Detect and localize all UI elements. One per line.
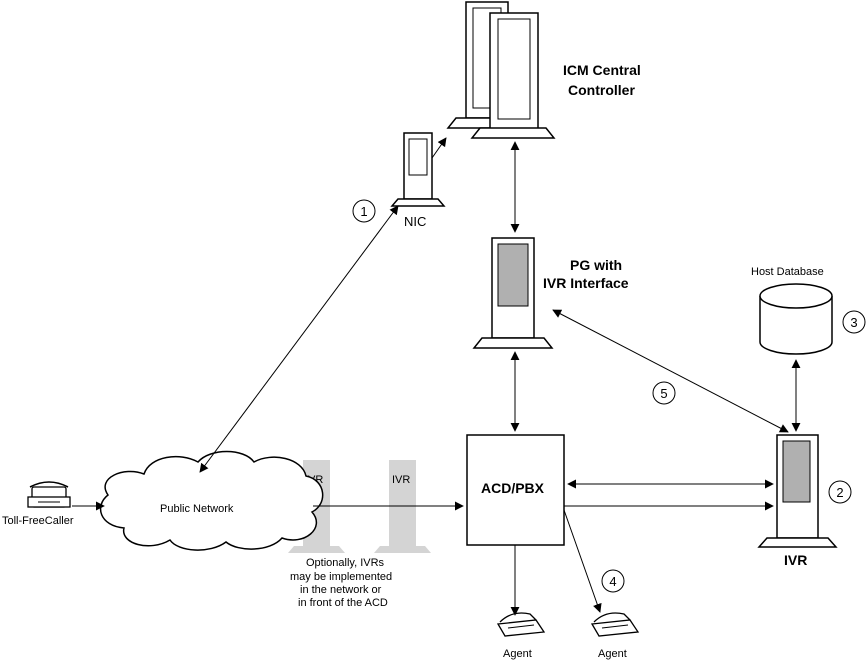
ivr-label: IVR [784,552,807,568]
nic-icm-connector [431,137,447,159]
phone-icon [27,481,71,508]
host-database-label: Host Database [751,266,824,278]
pg-label-line2: IVR Interface [543,275,629,291]
ivr-server-icon [757,434,838,548]
database-cylinder-icon [759,283,833,355]
nic-label: NIC [404,214,426,229]
step-5-number: 5 [660,386,667,401]
step-3-number: 3 [850,315,857,330]
public-network-cloud-icon [99,450,324,551]
acd-pbx-label: ACD/PBX [481,480,545,496]
icm-label-line2: Controller [568,82,635,98]
pg-ivr-connector [552,309,789,433]
note-line2: may be implemented [290,571,392,583]
note-line4: in front of the ACD [298,597,388,609]
step-4-number: 4 [609,574,616,589]
nic-network-connector [199,205,399,473]
agent-1-label: Agent [503,648,532,660]
icm-central-controller-icon [446,1,556,139]
network-ivr-2-icon [374,460,431,553]
pg-server-icon [472,237,554,349]
step-5-marker: 5 [652,381,676,405]
nic-server-icon [390,132,446,207]
step-3-marker: 3 [842,310,866,334]
step-2-number: 2 [836,485,843,500]
step-1-marker: 1 [352,199,376,223]
pg-label-line1: PG with [570,257,622,273]
acd-agent2-connector [563,509,602,613]
step-2-marker: 2 [828,480,852,504]
agent-2-phone-icon [590,612,640,637]
agent-1-phone-icon [496,612,546,637]
icm-label-line1: ICM Central [563,62,641,78]
caller-label: Toll-FreeCaller [2,515,74,527]
agent-2-label: Agent [598,648,627,660]
note-line1: Optionally, IVRs [306,557,385,569]
acd-pbx-box [466,434,565,546]
note-line3: in the network or [300,584,382,596]
network-ivr-2-label: IVR [392,474,410,486]
public-network-label: Public Network [160,503,234,515]
step-4-marker: 4 [601,569,625,593]
step-1-number: 1 [360,204,367,219]
